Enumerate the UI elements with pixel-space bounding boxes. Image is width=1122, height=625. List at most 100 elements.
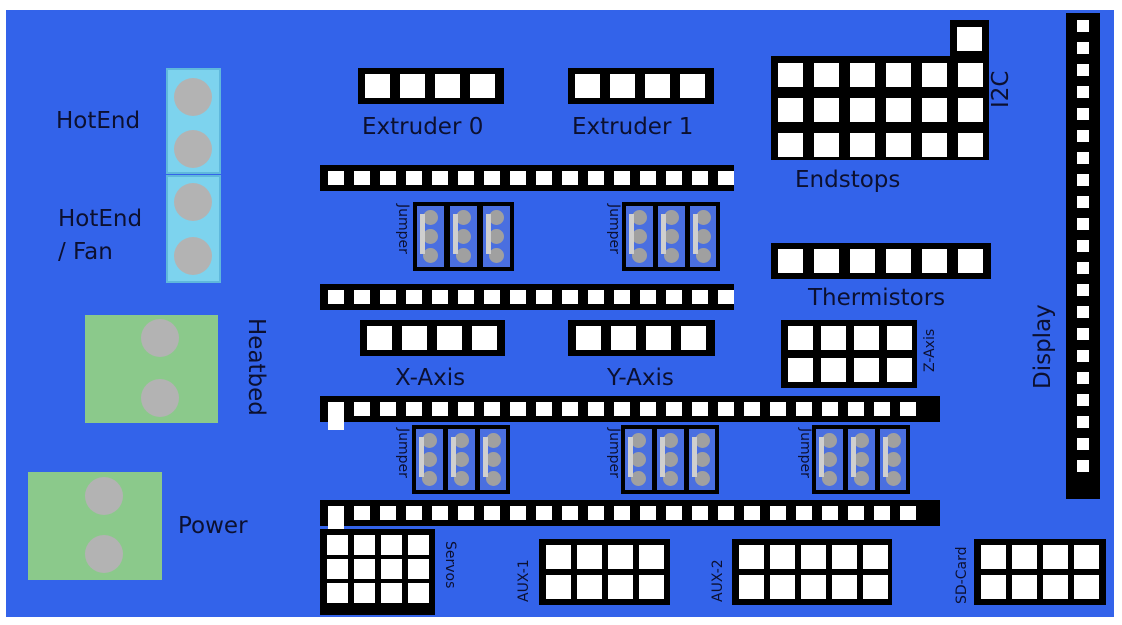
jumper-cap bbox=[693, 214, 698, 254]
jumper-cap bbox=[692, 437, 697, 477]
pin bbox=[354, 402, 370, 416]
pin bbox=[850, 63, 875, 87]
pin bbox=[1077, 460, 1089, 472]
pin bbox=[365, 74, 390, 98]
pin bbox=[614, 171, 630, 185]
jumper-pin bbox=[854, 471, 869, 486]
pin bbox=[1077, 306, 1089, 318]
jumper-pin bbox=[663, 471, 678, 486]
pin bbox=[562, 402, 578, 416]
pin bbox=[814, 63, 839, 87]
jumper-cap bbox=[419, 437, 424, 477]
pin bbox=[770, 506, 786, 520]
jumper-pin bbox=[695, 471, 710, 486]
pin bbox=[796, 506, 812, 520]
pin bbox=[1074, 575, 1099, 599]
pin bbox=[778, 133, 803, 157]
screw-icon bbox=[85, 477, 123, 515]
pin bbox=[739, 575, 764, 599]
pin bbox=[328, 506, 344, 520]
jumper-label: Jumper bbox=[606, 428, 622, 478]
pin bbox=[744, 402, 760, 416]
screw-icon bbox=[174, 78, 212, 116]
x-axis-label: X-Axis bbox=[395, 365, 466, 391]
pin bbox=[645, 74, 670, 98]
pin bbox=[546, 545, 571, 569]
jumper-label: Jumper bbox=[797, 428, 813, 478]
jumper-pin bbox=[695, 433, 710, 448]
pin bbox=[922, 63, 947, 87]
pin bbox=[588, 506, 604, 520]
pin bbox=[1077, 240, 1089, 252]
jumper-pin bbox=[664, 229, 679, 244]
extruder1-header bbox=[568, 68, 714, 104]
pin bbox=[770, 545, 795, 569]
screw-icon bbox=[141, 319, 179, 357]
pin bbox=[510, 402, 526, 416]
servos-label: Servos bbox=[442, 541, 458, 589]
pin bbox=[380, 171, 396, 185]
pin bbox=[639, 575, 664, 599]
pin bbox=[821, 326, 846, 350]
pin bbox=[458, 171, 474, 185]
pin bbox=[770, 402, 786, 416]
pin bbox=[640, 171, 656, 185]
pin bbox=[588, 402, 604, 416]
jumper-pin bbox=[454, 471, 469, 486]
pin bbox=[614, 402, 630, 416]
pin bbox=[484, 402, 500, 416]
pin bbox=[577, 545, 602, 569]
pin bbox=[922, 98, 947, 122]
jumper-pin bbox=[663, 452, 678, 467]
stepper-row-2 bbox=[320, 284, 734, 310]
jumper-pin bbox=[631, 452, 646, 467]
jumper-pin bbox=[822, 433, 837, 448]
pin bbox=[432, 402, 448, 416]
pin bbox=[562, 506, 578, 520]
pin bbox=[354, 535, 375, 555]
jumper-pin bbox=[456, 248, 471, 263]
aux1-label: AUX-1 bbox=[516, 559, 532, 602]
pin bbox=[406, 171, 422, 185]
pin bbox=[1077, 130, 1089, 142]
pin bbox=[354, 583, 375, 603]
jumper-label: Jumper bbox=[606, 204, 622, 254]
pin bbox=[850, 133, 875, 157]
jumper-pin bbox=[822, 452, 837, 467]
hotend-fan-terminal bbox=[166, 175, 221, 283]
pin bbox=[718, 290, 734, 304]
pin bbox=[640, 402, 656, 416]
jumper-pin bbox=[489, 248, 504, 263]
jumper-pin bbox=[423, 248, 438, 263]
pin bbox=[577, 575, 602, 599]
pin bbox=[327, 535, 348, 555]
pin bbox=[328, 290, 344, 304]
pin bbox=[1077, 438, 1089, 450]
jumper-pin bbox=[422, 471, 437, 486]
pin bbox=[922, 249, 947, 273]
jumper-pin bbox=[632, 210, 647, 225]
pin bbox=[608, 545, 633, 569]
sdcard-label: SD-Card bbox=[954, 546, 970, 604]
pin bbox=[922, 133, 947, 157]
jumper-pin bbox=[632, 248, 647, 263]
extruder1-label: Extruder 1 bbox=[572, 114, 694, 140]
jumper-pin bbox=[854, 433, 869, 448]
pin bbox=[718, 171, 734, 185]
stepper-row-4 bbox=[320, 500, 940, 534]
pin bbox=[614, 506, 630, 520]
jumper-pin bbox=[489, 229, 504, 244]
pin bbox=[788, 326, 813, 350]
pin bbox=[484, 290, 500, 304]
jumper-pin bbox=[423, 210, 438, 225]
jumper-pin bbox=[454, 452, 469, 467]
pin bbox=[1077, 86, 1089, 98]
hotend-label: HotEnd bbox=[56, 108, 141, 134]
pin bbox=[380, 402, 396, 416]
hotend-fan-label-line1: HotEnd bbox=[58, 206, 143, 232]
pin bbox=[666, 506, 682, 520]
pin bbox=[886, 249, 911, 273]
pin bbox=[1077, 20, 1089, 32]
pin bbox=[958, 98, 983, 122]
pin bbox=[788, 358, 813, 382]
